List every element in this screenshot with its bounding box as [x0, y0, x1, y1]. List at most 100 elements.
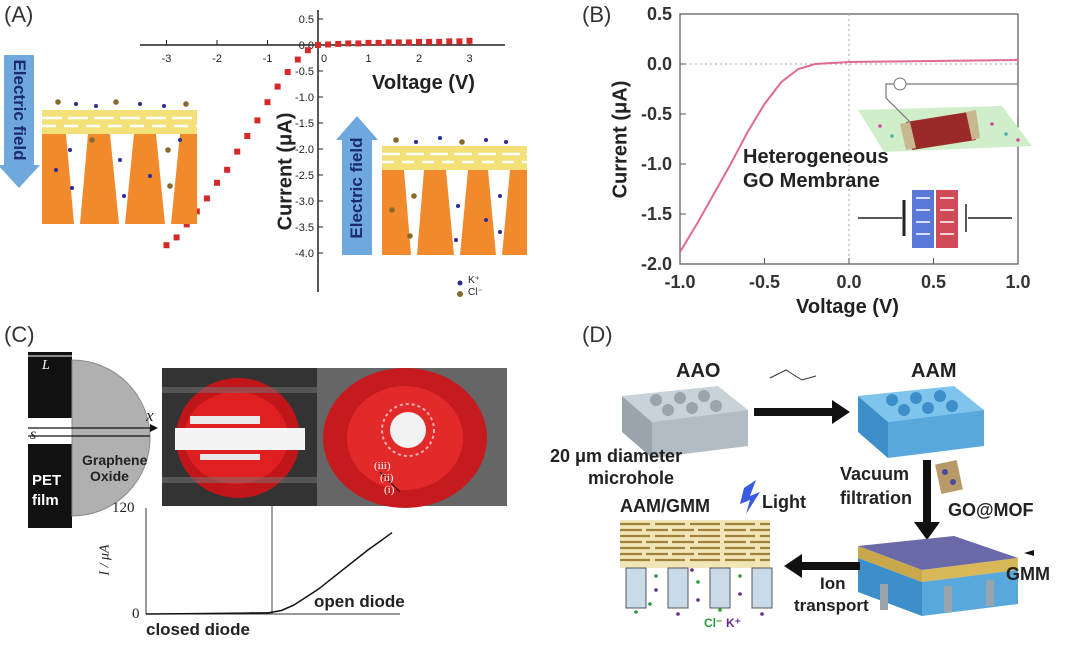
membrane-illustration-right: [382, 136, 527, 255]
arrow-down: [914, 460, 963, 540]
chart-b-ytick-label: 0.0: [647, 54, 672, 74]
microscopy-image-left: [162, 368, 317, 506]
gomof-label: GO@MOF: [948, 500, 1034, 520]
gmm-block: [858, 536, 1034, 616]
microhole-label-1: 20 μm diameter: [550, 446, 683, 466]
chart-a-point: [355, 40, 362, 47]
aamgmm-cross-section: [620, 480, 773, 616]
chart-b-xtick-label: -1.0: [664, 272, 695, 292]
legend-k-dot: [457, 280, 463, 286]
chart-a-point: [163, 242, 170, 249]
field-label-right: Electric field: [347, 137, 366, 239]
chart-b-ytick-label: -0.5: [641, 104, 672, 124]
chart-b-annotation-2: GO Membrane: [743, 170, 880, 192]
arrow-aao-to-aam: [754, 369, 850, 424]
chart-a-point: [466, 37, 473, 44]
chart-a-ytick-label: -1.5: [295, 118, 314, 130]
chart-c-ylabel: I / μA: [97, 544, 113, 576]
pet-film-block-bottom: [28, 444, 72, 528]
membrane-illustration-left: [42, 99, 197, 224]
pet-label-1: PET: [32, 472, 62, 489]
panel-d-graphics: [620, 369, 1034, 616]
chart-a-point: [335, 40, 342, 47]
ion-label-1: Ion: [820, 574, 846, 593]
chart-a-ytick-label: -2.5: [295, 170, 314, 182]
graphene-label-1: Graphene: [82, 452, 148, 468]
vacuum-label-1: Vacuum: [840, 464, 910, 484]
aao-block: [622, 386, 748, 458]
chart-a-point: [405, 39, 412, 46]
field-label-left: Electric field: [10, 59, 29, 161]
panel-a-label: (A): [4, 2, 34, 27]
cl-label: Cl⁻: [704, 616, 723, 630]
chart-a-point: [365, 39, 372, 46]
chart-a-point: [183, 221, 190, 228]
chart-a-ytick-label: -4.0: [295, 248, 314, 260]
chart-a-point: [274, 83, 281, 90]
chart-b-xtick-label: 0.5: [921, 272, 946, 292]
chart-a-xtick-label: 3: [466, 53, 472, 65]
microscopy-image-right: [317, 368, 507, 508]
chart-b-xlabel: Voltage (V): [796, 296, 899, 318]
gmm-label: GMM: [1006, 564, 1050, 584]
s-label: s: [30, 426, 37, 443]
chart-a-point: [264, 99, 271, 106]
chart-a-xtick-label: 1: [365, 53, 371, 65]
chart-a-ytick-label: -2.0: [295, 144, 314, 156]
chart-a-point: [446, 38, 453, 45]
lightning-icon: [740, 480, 760, 514]
panel-c: (C): [0, 320, 540, 645]
chart-a-point: [416, 38, 422, 45]
chart-a-point: [284, 69, 291, 76]
chart-a-ytick-label: -3.0: [295, 196, 314, 208]
panel-c-label: (C): [4, 322, 35, 347]
chart-a-point: [214, 179, 220, 186]
chart-a-xtick-label: 2: [416, 53, 422, 65]
chart-a-ytick-label: -1.0: [295, 92, 314, 104]
chart-b-ylabel: Current (μA): [609, 80, 632, 199]
arrow-ion-transport: [784, 554, 860, 578]
chart-a-point: [203, 195, 210, 202]
chart-a-ytick-label: -3.5: [295, 222, 314, 234]
chart-a-point: [395, 39, 402, 46]
panel-c-graphics: [28, 352, 507, 615]
chart-c-ytick-zero: 0: [132, 606, 140, 622]
chart-a-xtick-label: -3: [162, 53, 172, 65]
chart-b-xtick-label: -0.5: [749, 272, 780, 292]
marker-ii: (ii): [380, 472, 394, 484]
light-label: Light: [762, 492, 806, 512]
chart-a-point: [436, 38, 443, 45]
chart-b-ytick-label: 0.5: [647, 4, 672, 24]
field-arrow-left: [0, 55, 40, 188]
marker-i: (i): [384, 484, 395, 496]
pet-film-block-top: [28, 352, 72, 418]
aao-label: AAO: [676, 360, 721, 382]
marker-iii: (iii): [374, 460, 391, 472]
graphene-oxide-semicircle: [71, 359, 151, 517]
k-label: K⁺: [726, 616, 741, 630]
chart-a-xtick-label: -1: [263, 53, 273, 65]
chart-b-ytick-label: -1.0: [641, 154, 672, 174]
chart-b-xtick-label: 1.0: [1005, 272, 1030, 292]
length-label: L: [42, 358, 50, 373]
chart-b-xtick-label: 0.0: [836, 272, 861, 292]
chart-a-point: [385, 39, 392, 46]
vacuum-label-2: filtration: [840, 488, 912, 508]
legend-cl-label: Cl⁻: [468, 287, 483, 298]
panel-b-label: (B): [582, 2, 612, 27]
open-diode-label: open diode: [314, 592, 405, 611]
chart-a-point: [254, 117, 261, 124]
aam-block: [858, 386, 984, 458]
chart-a-point: [345, 40, 352, 47]
device-schematic: [858, 77, 1032, 152]
panel-d-label: (D): [582, 322, 613, 347]
aam-label: AAM: [911, 360, 957, 382]
chart-a-xlabel: Voltage (V): [372, 72, 475, 94]
membrane-schematic: [858, 190, 1012, 248]
chart-b-ytick-label: -1.5: [641, 204, 672, 224]
chart-a-xtick-label: 0: [321, 53, 327, 65]
